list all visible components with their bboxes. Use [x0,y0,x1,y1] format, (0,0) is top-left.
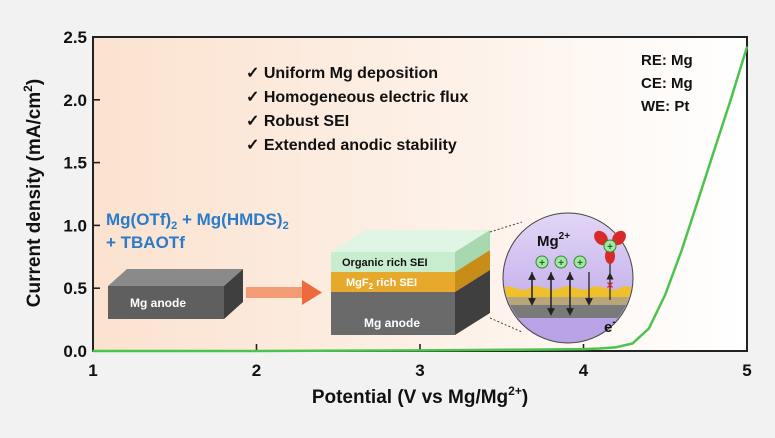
series-point [419,349,421,352]
mg-ion-sup: 2+ [559,231,571,242]
axis-ticks: 1 2 3 4 5 0.0 0.5 1.0 1.5 2.0 2.5 [63,28,751,380]
electrode-re: RE: Mg [641,52,693,69]
mgf2-sei-label: MgF2 rich SEI [346,277,417,291]
y-tick-label: 2.5 [63,28,87,47]
x-tick-label: 3 [415,361,424,380]
electron-text: e [604,319,612,336]
series-point [615,346,617,349]
electrolyte-salt2: + Mg(HMDS) [177,210,282,229]
electron-sup: - [612,317,615,328]
process-arrow [246,280,322,305]
zoom-lines [489,221,523,333]
y-axis-label-end: ) [24,79,45,85]
x-axis-label-end: ) [522,387,528,408]
series-point [599,347,601,350]
mg-anode-layer-right [331,292,455,335]
sei-layer-stack: Organic rich SEI MgF2 rich SEI Mg anode [331,230,490,335]
series-point [517,348,519,351]
y-tick-label: 2.0 [63,91,87,110]
mg-ion-icon [554,255,568,269]
y-axis-label-text: Current density (mA/cm [24,92,45,307]
mg-ion-icon [573,255,587,269]
series-point [664,293,667,296]
mgf2-label-a: MgF [346,277,369,289]
x-tick-label: 1 [88,361,97,380]
electrolyte-salt1: Mg(OTf) [106,210,171,229]
mgf2-label-sub: 2 [369,282,374,291]
mgf2-label-b: rich SEI [373,277,417,289]
electrolyte-line2: + TBAOTf [106,233,185,252]
series-point [697,199,699,202]
mg-anode-label-left: Mg anode [130,296,186,310]
mg-ion-text: Mg [537,233,559,250]
electrolyte-sub1: 2 [171,220,177,232]
checklist-item: ✓ Uniform Mg deposition [246,65,438,82]
series-point [648,327,650,330]
series-point [582,348,585,350]
series-point [746,46,748,48]
series-point [729,99,732,101]
organic-sei-label: Organic rich SEI [342,257,428,269]
organic-sei-layer [331,252,455,272]
molecule-icon: + [594,230,626,275]
mg-ion-icons: + + + [535,255,587,269]
y-tick-label: 1.5 [63,154,87,173]
electrolyte-formula: Mg(OTf)2 + Mg(HMDS)2 + TBAOTf [106,210,289,252]
y-tick-label: 0.5 [63,279,87,298]
electron-label: e- [604,317,616,336]
ion-flux-arrows [528,272,593,316]
electrolyte-sub2: 2 [283,220,289,232]
x-tick-label: 4 [579,361,589,380]
interface-zoom-circle: Mg2+ + + + + [502,212,634,344]
electrode-legend: RE: Mg CE: Mg WE: Pt [641,52,693,115]
mg-ion-label: Mg2+ [537,231,570,250]
series-point [92,350,94,352]
mg-ion-icon-plus: + [577,258,583,269]
mg-ion-icon [535,255,549,269]
x-axis-label-sup: 2+ [508,384,522,398]
y-tick-label: 1.0 [63,216,87,235]
series-point [713,149,716,151]
x-axis-label: Potential (V vs Mg/Mg2+) [312,384,528,408]
series-point [680,249,683,252]
x-tick-label: 2 [252,361,261,380]
mg-ion-icon-plus: + [558,258,564,269]
checklist: ✓ Uniform Mg deposition ✓ Homogeneous el… [246,65,468,154]
checklist-item: ✓ Robust SEI [246,113,349,130]
y-axis-label: Current density (mA/cm2) [21,79,45,307]
electrode-we: WE: Pt [641,98,689,115]
y-tick-label: 0.0 [63,342,87,361]
mgf2-sei-layer [331,272,455,292]
electrolyte-line1: Mg(OTf)2 + Mg(HMDS)2 [106,210,289,232]
mg-anode-label-right: Mg anode [364,316,420,330]
series-point [255,350,258,352]
y-axis-label-sup: 2 [21,85,35,92]
checklist-item: ✓ Homogeneous electric flux [246,89,468,106]
svg-text:+: + [607,242,613,253]
svg-text:×: × [606,278,613,292]
blocked-electron-icon: × [606,272,614,300]
x-axis-label-text: Potential (V vs Mg/Mg [312,387,508,408]
x-tick-label: 5 [742,361,751,380]
mg-ion-icon-plus: + [539,258,545,269]
mg-anode-block-left: Mg anode [108,269,243,319]
series-points [92,46,748,352]
electrode-ce: CE: Mg [641,75,693,92]
series-point [631,342,634,345]
checklist-item: ✓ Extended anodic stability [246,137,457,154]
